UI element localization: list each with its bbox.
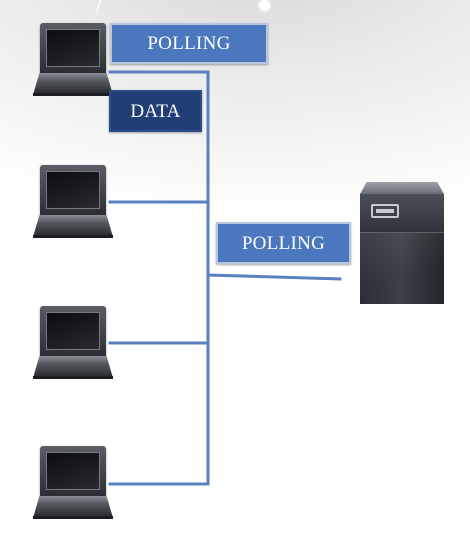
laptop-lid xyxy=(40,446,106,496)
laptop-screen xyxy=(46,171,100,209)
laptop-keyboard-base xyxy=(33,356,113,378)
server-wire xyxy=(206,273,342,281)
server-icon xyxy=(360,182,444,304)
laptop-screen xyxy=(46,452,100,490)
laptop-keyboard-base xyxy=(33,215,113,237)
laptop-icon xyxy=(33,165,113,243)
polling-label-top: POLLING xyxy=(110,23,268,64)
laptop-screen xyxy=(46,312,100,350)
laptop-keyboard-base xyxy=(33,73,113,95)
server-front-panel xyxy=(360,194,444,233)
laptop-screen xyxy=(46,29,100,67)
decorative-light-dot xyxy=(259,0,270,11)
server-drive-indicator xyxy=(376,209,394,213)
laptop-base-edge xyxy=(33,93,113,96)
laptop-icon xyxy=(33,306,113,384)
laptop-keyboard-base xyxy=(33,496,113,518)
laptop-lid xyxy=(40,306,106,356)
data-label: DATA xyxy=(109,90,202,132)
laptop-base-edge xyxy=(33,376,113,379)
laptop-icon xyxy=(33,446,113,524)
laptop-lid xyxy=(40,23,106,73)
laptop-lid xyxy=(40,165,106,215)
polling-label-server: POLLING xyxy=(216,222,351,264)
laptop-base-edge xyxy=(33,235,113,238)
server-top xyxy=(360,182,444,194)
server-shine xyxy=(360,232,444,304)
laptop-base-edge xyxy=(33,516,113,519)
server-drive-slot xyxy=(371,204,399,218)
laptop-icon xyxy=(33,23,113,101)
